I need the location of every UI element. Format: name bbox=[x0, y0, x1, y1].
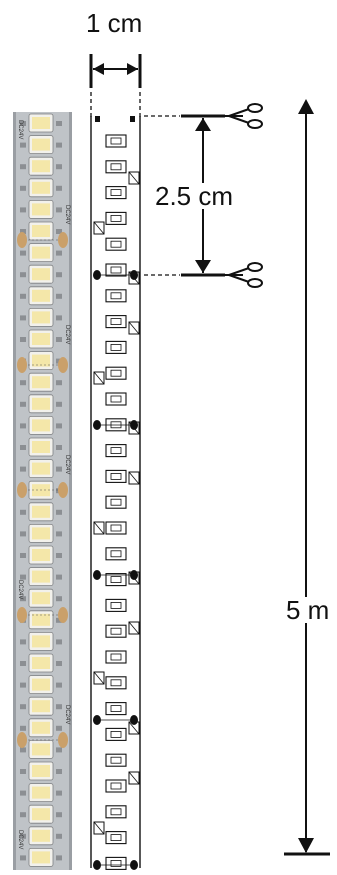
led-chip bbox=[20, 588, 62, 608]
led-chip bbox=[20, 696, 62, 716]
led-chip bbox=[20, 848, 62, 867]
led-chip bbox=[20, 567, 62, 586]
resistor bbox=[93, 521, 105, 535]
resistor bbox=[128, 321, 140, 335]
led-chip-outline bbox=[105, 805, 127, 819]
led-chip-outline bbox=[105, 315, 127, 329]
led-chip-outline bbox=[105, 340, 127, 354]
led-chip-outline bbox=[105, 392, 127, 406]
solder-pad-pair bbox=[17, 482, 68, 498]
strip-marking: DC24V bbox=[17, 580, 23, 599]
strip-marking: DC24V bbox=[17, 830, 23, 849]
led-chip-outline bbox=[105, 160, 127, 174]
led-chip-outline bbox=[105, 366, 127, 380]
scissors-icon bbox=[225, 103, 263, 129]
led-chip bbox=[20, 329, 62, 349]
led-chip-outline bbox=[105, 727, 127, 741]
solder-pad-pair bbox=[17, 607, 68, 623]
led-chip-outline bbox=[105, 521, 127, 535]
cut-interval-label: 2.5 cm bbox=[153, 181, 236, 211]
cut-point bbox=[93, 860, 138, 870]
led-chip-outline bbox=[105, 856, 127, 870]
solder-pad-pair bbox=[17, 232, 68, 248]
led-chip bbox=[20, 221, 62, 241]
cut-point bbox=[93, 715, 138, 725]
led-chip-outline bbox=[105, 186, 127, 200]
cut-point bbox=[95, 116, 135, 122]
led-chip-outline bbox=[105, 289, 127, 303]
led-chip bbox=[20, 156, 62, 176]
resistor bbox=[93, 371, 105, 385]
strip-marking: DC24V bbox=[64, 205, 70, 224]
led-chip bbox=[20, 653, 62, 673]
led-chip-outline bbox=[105, 650, 127, 664]
cut-point bbox=[93, 420, 138, 430]
led-chip bbox=[20, 135, 62, 155]
resistor bbox=[128, 171, 140, 185]
strip-marking: DC24V bbox=[64, 455, 70, 474]
resistor bbox=[93, 221, 105, 235]
cut-point bbox=[93, 570, 138, 580]
width-label: 1 cm bbox=[86, 8, 143, 38]
led-chip bbox=[20, 307, 62, 327]
resistor bbox=[93, 671, 105, 685]
led-chip bbox=[20, 502, 62, 522]
led-chip-outline bbox=[105, 469, 127, 483]
length-dimension bbox=[284, 99, 330, 856]
led-chip bbox=[20, 264, 62, 284]
led-chip bbox=[20, 804, 62, 824]
resistor bbox=[128, 471, 140, 485]
led-chip-outline bbox=[105, 831, 127, 845]
led-chip-outline bbox=[105, 211, 127, 225]
led-chip-outline bbox=[105, 676, 127, 690]
led-chip bbox=[20, 675, 62, 694]
led-chip bbox=[20, 459, 62, 479]
led-chip-outline bbox=[105, 573, 127, 587]
led-chip-outline bbox=[105, 779, 127, 793]
led-chip-outline bbox=[105, 702, 127, 716]
led-chip-outline bbox=[105, 263, 127, 277]
led-chip bbox=[20, 826, 62, 846]
resistor bbox=[128, 771, 140, 785]
led-chip bbox=[20, 437, 62, 457]
led-chip bbox=[20, 545, 62, 565]
led-chip bbox=[20, 199, 62, 219]
strip-marking: DC24V bbox=[64, 705, 70, 724]
solder-pad-pair bbox=[17, 357, 68, 373]
cut-point bbox=[93, 270, 138, 280]
led-chip-outline bbox=[105, 624, 127, 638]
width-dimension bbox=[89, 54, 142, 118]
led-chip bbox=[20, 286, 62, 306]
strip-marking: DC24V bbox=[17, 120, 23, 139]
led-chip bbox=[20, 243, 62, 263]
scissors-icon bbox=[225, 262, 263, 288]
solder-pad-pair bbox=[17, 732, 68, 748]
photo-led-strip: DC24V DC24V DC24V DC24V DC24V DC24V DC24V bbox=[13, 112, 72, 870]
resistor bbox=[93, 821, 105, 835]
led-chip-outline bbox=[105, 495, 127, 509]
led-chip-outline bbox=[105, 134, 127, 148]
led-chip bbox=[20, 372, 62, 392]
led-chip bbox=[20, 113, 62, 133]
led-chip bbox=[20, 178, 62, 198]
strip-marking: DC24V bbox=[64, 325, 70, 344]
led-chip-outline bbox=[105, 444, 127, 458]
led-chip bbox=[20, 632, 62, 651]
length-label: 5 m bbox=[284, 595, 332, 625]
led-chip bbox=[20, 740, 62, 759]
led-chip-outline bbox=[105, 753, 127, 767]
led-chip bbox=[20, 524, 62, 543]
led-chip bbox=[20, 783, 62, 802]
led-chip-outline bbox=[105, 598, 127, 612]
led-chip-outline bbox=[105, 547, 127, 561]
led-chip bbox=[20, 718, 62, 738]
led-chip bbox=[20, 415, 62, 435]
resistor bbox=[128, 621, 140, 635]
led-chip bbox=[20, 761, 62, 781]
led-chip-outline bbox=[105, 237, 127, 251]
led-chip bbox=[20, 394, 62, 414]
line-drawing-led-strip bbox=[90, 116, 141, 870]
